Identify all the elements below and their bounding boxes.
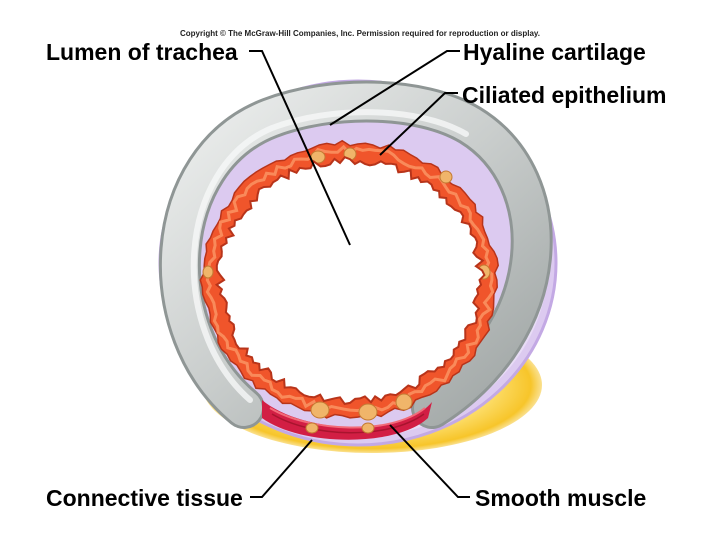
smooth-muscle-band (262, 400, 432, 440)
lumen-of-trachea (214, 156, 486, 406)
epithelium-texture (205, 144, 495, 413)
leader-line-connective (250, 439, 313, 498)
label-lumen-of-trachea: Lumen of trachea (46, 39, 238, 65)
leader-line-smooth (389, 424, 470, 498)
label-connective-tissue: Connective tissue (46, 485, 243, 511)
leader-lines (249, 50, 470, 498)
label-hyaline-cartilage: Hyaline cartilage (463, 39, 646, 65)
leader-line-hyaline (329, 50, 460, 126)
label-ciliated-epithelium: Ciliated epithelium (462, 82, 667, 108)
copyright-notice: Copyright © The McGraw-Hill Companies, I… (179, 29, 541, 38)
leader-line-lumen (249, 50, 351, 246)
leader-line-ciliated (379, 92, 458, 156)
label-smooth-muscle: Smooth muscle (475, 485, 647, 511)
